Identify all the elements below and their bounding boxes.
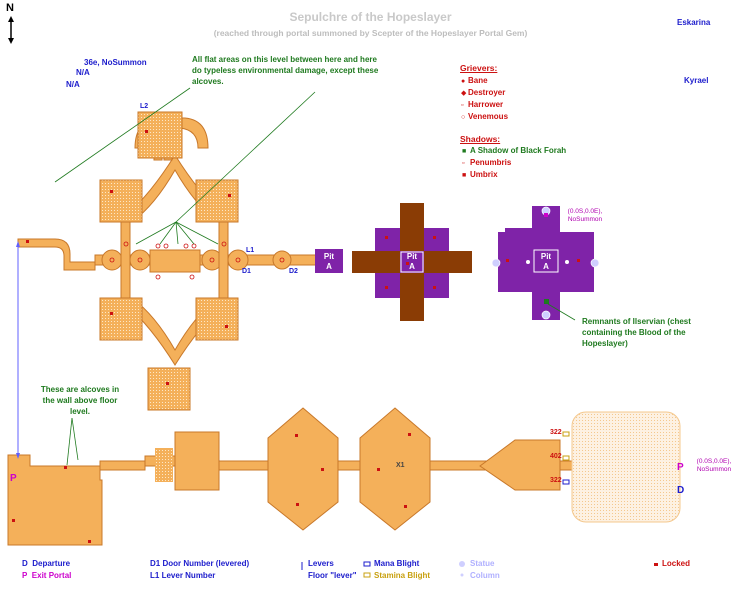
coords-right: (0.0S,0.0E), NoSummon	[567, 208, 603, 223]
room-top	[137, 111, 183, 159]
label-322-top: 322	[550, 429, 562, 436]
locked-markers	[26, 130, 231, 385]
legend-door-number: D1 Door Number (levered)	[150, 559, 250, 568]
exit-departure-marker: D	[677, 485, 685, 496]
lower-complex	[7, 407, 580, 546]
pit-small	[315, 249, 343, 273]
na-label-2: N/A	[66, 80, 80, 89]
label-d2: D2	[289, 268, 298, 275]
grievers-title: Grievers:	[460, 63, 498, 73]
legend-stamina-blight: Stamina Blight	[374, 571, 431, 580]
blight-markers	[562, 431, 570, 485]
shadow-bullets: ■▫■	[462, 148, 467, 179]
label-402: 402	[550, 453, 562, 460]
label-x1: X1	[396, 462, 405, 469]
remnants-note: Remnants of Ilservian (chest containing …	[582, 317, 691, 348]
legend-locked: Locked	[662, 559, 691, 568]
start-portal-marker: P	[10, 473, 17, 484]
room-bottom	[147, 367, 191, 411]
north-label: N	[6, 2, 14, 14]
annotation-lines	[54, 87, 316, 466]
npc-eskarina: Eskarina	[677, 18, 711, 27]
room-se	[195, 297, 239, 341]
page-title: Sepulchre of the Hopeslayer	[289, 10, 452, 24]
exit-portal-marker: P	[677, 462, 684, 473]
coords-exit: (0.0S,0.0E), NoSummon	[696, 458, 732, 473]
flat-areas-note: All flat areas on this level between her…	[192, 55, 379, 86]
alcoves-note: These are alcoves in the wall above floo…	[40, 385, 120, 416]
legend-floor-lever: Floor "lever"	[308, 571, 357, 580]
shadows-title: Shadows:	[460, 134, 501, 144]
griever-harrower: Harrower	[468, 100, 504, 109]
north-arrow-icon	[8, 16, 14, 44]
exit-room	[571, 411, 681, 523]
na-label-1: N/A	[76, 68, 90, 77]
legend-statue: Statue	[470, 559, 495, 568]
legend-levers: Levers	[308, 559, 334, 568]
room-ne	[195, 179, 239, 223]
shadow-black-forah: A Shadow of Black Forah	[470, 146, 567, 155]
room-sw	[99, 297, 143, 341]
griever-markers	[109, 241, 285, 280]
legend-icons	[301, 561, 658, 578]
legend-mana-blight: Mana Blight	[374, 559, 420, 568]
shadow-penumbris: Penumbris	[470, 158, 512, 167]
room-nw	[99, 179, 143, 223]
griever-bane: Bane	[468, 76, 488, 85]
legend-departure: D Departure	[22, 559, 71, 568]
grid-patch	[155, 448, 173, 482]
shadow-room	[491, 206, 600, 321]
griever-bullets: ●◆▫○	[461, 78, 467, 121]
legend-lever-number: L1 Lever Number	[150, 571, 216, 580]
label-l1: L1	[246, 247, 255, 254]
npc-kyrael: Kyrael	[684, 76, 709, 85]
cross-room	[352, 203, 472, 321]
shadow-umbrix: Umbrix	[470, 170, 498, 179]
page-subtitle: (reached through portal summoned by Scep…	[213, 28, 528, 38]
coords-top: 36e, NoSummon	[84, 58, 147, 67]
griever-venemous: Venemous	[468, 112, 509, 121]
griever-destroyer: Destroyer	[468, 88, 506, 97]
label-322-bottom: 322	[550, 477, 562, 484]
label-l2: L2	[140, 103, 149, 110]
legend-column: Column	[470, 571, 500, 580]
label-d1: D1	[242, 268, 251, 275]
legend-exit-portal: P Exit Portal	[22, 571, 72, 580]
